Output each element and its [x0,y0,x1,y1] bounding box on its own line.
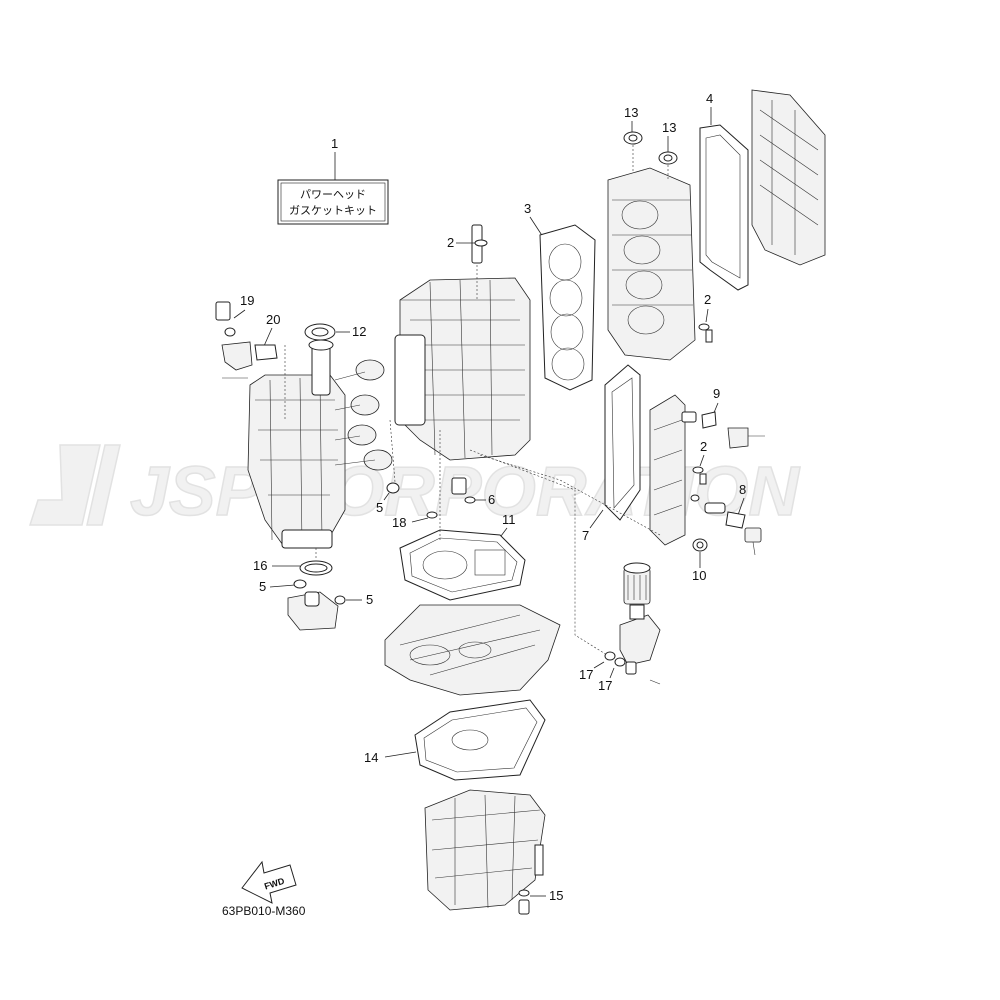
callout-17a: 17 [579,667,593,682]
callout-5c: 5 [366,592,373,607]
head-cover [751,89,826,266]
cylinder-head [607,167,696,361]
callout-9: 9 [713,386,720,401]
drain-bolt-15: 15 [518,888,563,915]
callout-2a: 2 [447,235,454,250]
callout-8: 8 [739,482,746,497]
cover-gasket-4: 4 [699,91,749,291]
bolt-washer-2b: 2 [698,292,713,343]
callout-16: 16 [253,558,267,573]
fwd-arrow: FWD [241,860,297,904]
plug-6: 6 [451,477,495,507]
kit-label-line1: パワーヘッド [300,188,366,201]
callout-10: 10 [692,568,706,583]
valve-8: 8 [690,482,762,556]
callout-18: 18 [392,515,406,530]
callout-19: 19 [240,293,254,308]
exhaust-guide [384,604,561,696]
gasket-11: 11 [399,512,526,601]
diagram-code: 63PB010-M360 [222,904,306,918]
callout-15: 15 [549,888,563,903]
callout-2c: 2 [700,439,707,454]
callout-20: 20 [266,312,280,327]
o-ring-5a: 5 [376,482,400,515]
callout-12: 12 [352,324,366,339]
oil-pan [424,789,546,911]
callout-13b: 13 [662,120,676,135]
o-ring-18: 18 [392,511,438,530]
kit-label-line2: ガスケットキット [289,204,377,217]
crankshaft-assembly [247,339,393,549]
callout-3: 3 [524,201,531,216]
exhaust-cover [649,394,686,546]
oil-seal-12: 12 [304,323,366,341]
callout-7: 7 [582,528,589,543]
bolt-washer-2c: 2 [692,439,707,485]
oil-seals-13: 13 13 [623,105,678,180]
kit-label-box: 1 パワーヘッド ガスケットキット [277,136,389,225]
thermostat-9: 9 [681,386,765,449]
callout-1: 1 [331,136,338,151]
sensor-parts: 19 20 [215,293,286,420]
o-rings-17: 17 17 [579,651,626,693]
callout-4: 4 [706,91,713,106]
callout-5a: 5 [376,500,383,515]
callout-13a: 13 [624,105,638,120]
callout-14: 14 [364,750,378,765]
o-rings-5-fitting: 5 5 [259,579,373,631]
head-gasket-3: 3 [524,201,596,391]
seal-ring-16: 16 [253,558,333,576]
exhaust-gasket-7: 7 [582,364,641,543]
cylinder-block [394,224,531,461]
assembly-guide-lines [315,419,661,656]
oil-filter [619,562,661,685]
callout-2b: 2 [704,292,711,307]
bolt-washer-2a: 2 [447,235,488,250]
gasket-14: 14 [364,699,546,781]
callout-6: 6 [488,492,495,507]
callout-17b: 17 [598,678,612,693]
callout-5b: 5 [259,579,266,594]
callout-11: 11 [502,512,516,527]
grommet-10: 10 [692,538,708,583]
